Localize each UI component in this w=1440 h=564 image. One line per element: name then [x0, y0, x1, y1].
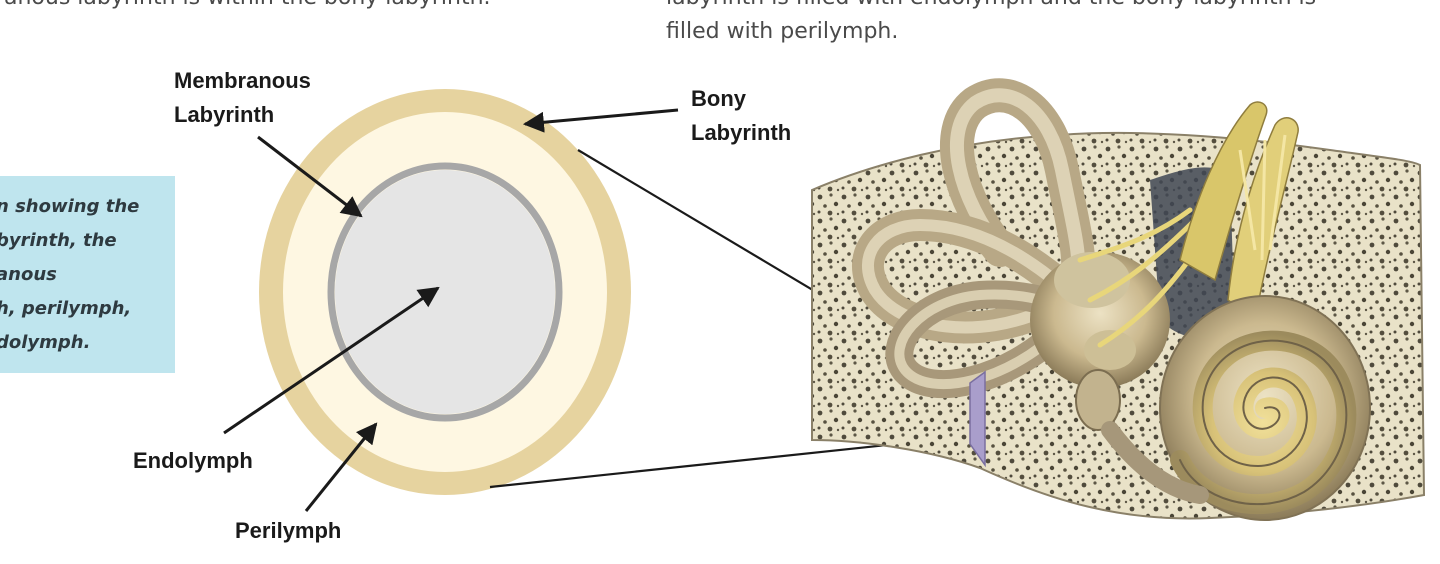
caption-line-1: n showing the — [0, 196, 140, 217]
label-perilymph: Perilymph — [235, 518, 342, 543]
label-endolymph: Endolymph — [133, 448, 253, 473]
label-membranous-labyrinth-line-2: Labyrinth — [174, 102, 275, 127]
bony-labyrinth-arrow — [522, 108, 679, 133]
cochlear-duct-base — [1101, 421, 1209, 504]
membranous-labyrinth-arrow — [257, 135, 363, 218]
label-bony-labyrinth-line-2: Labyrinth — [691, 120, 792, 145]
cross-section-cut-marker — [969, 370, 986, 468]
cross-section-diagram — [259, 89, 631, 495]
intro-text-left: anous labyrinth is within the bony labyr… — [4, 0, 491, 15]
saccule — [1084, 330, 1136, 370]
intro-text-right-line-1: labyrinth is filled with endolymph and t… — [666, 0, 1316, 15]
endolymph-region — [335, 170, 555, 414]
caption-line-2: byrinth, the — [0, 230, 117, 251]
posterior-semicircular-canal-lumen — [862, 218, 1066, 334]
perilymph-arrow — [304, 422, 378, 512]
figure-caption-box: n showing the byrinth, the anous h, peri… — [0, 176, 175, 373]
superior-semicircular-canal-lumen — [949, 88, 1085, 267]
oval-window — [1075, 369, 1121, 431]
membranous-labyrinth-wall — [327, 162, 563, 422]
caption-line-4: h, perilymph, — [0, 298, 132, 319]
label-bony-labyrinth-line-1: Bony — [691, 86, 746, 111]
nerve-fibers — [1238, 134, 1287, 261]
label-membranous-labyrinth-line-1: Membranous — [174, 68, 311, 93]
inner-ear-illustration — [811, 78, 1426, 521]
caption-line-3: anous — [0, 264, 57, 285]
cochlea-spiral-edge — [1179, 339, 1348, 506]
caption-line-5: dolymph. — [0, 332, 91, 353]
endolymph-arrow — [223, 286, 440, 435]
intro-text-right-line-2: filled with perilymph. — [666, 19, 899, 44]
utricle — [1054, 252, 1130, 308]
vestibulocochlear-nerve — [1179, 101, 1268, 282]
